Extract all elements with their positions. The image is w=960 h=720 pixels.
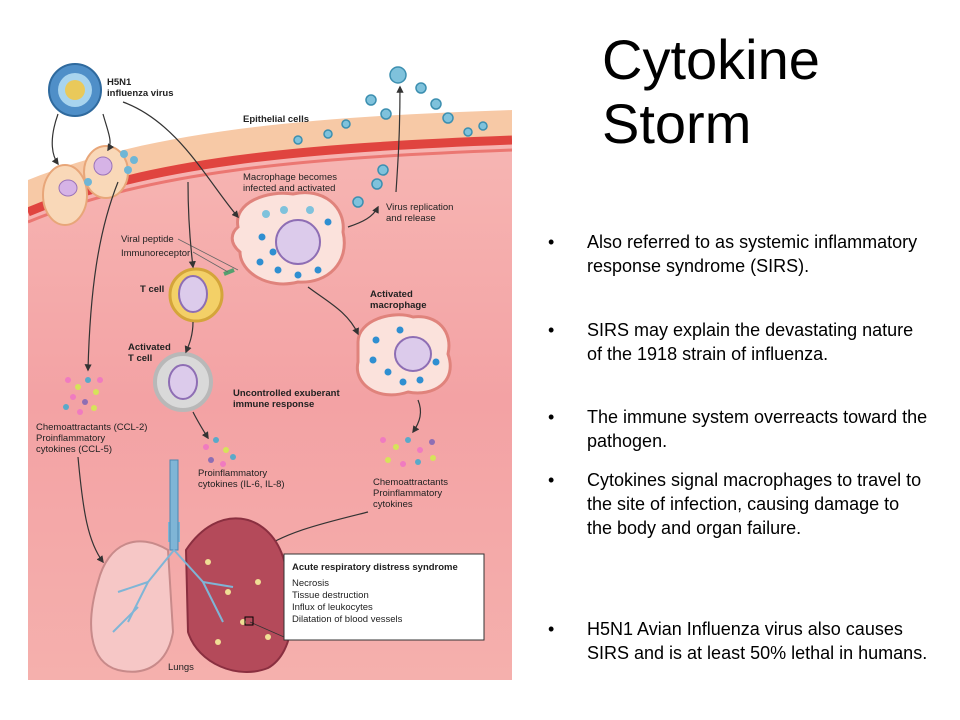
proinflammatory-label-1: Proinflammatory <box>198 468 267 479</box>
ards-item-tissue: Tissue destruction <box>292 590 369 601</box>
cytokine-cluster-left <box>63 377 103 415</box>
bullet-glyph: • <box>548 407 555 427</box>
uncontrolled-response-label-2: immune response <box>233 399 314 410</box>
activated-t-cell <box>153 352 213 412</box>
epithelium-layer <box>28 110 512 212</box>
ards-item-leukocytes: Influx of leukocytes <box>292 602 373 613</box>
bullet-glyph: • <box>548 232 555 252</box>
left-lung <box>90 540 175 673</box>
viral-peptide-label: Viral peptide <box>121 234 174 245</box>
released-viruses <box>293 66 488 208</box>
macrophage-infected-label-2: infected and activated <box>243 183 335 194</box>
ards-item-vessels: Dilatation of blood vessels <box>292 614 403 625</box>
right-lung <box>184 517 294 673</box>
chemo-right-label-1: Chemoattractants <box>373 477 448 488</box>
bullet-glyph: • <box>548 619 555 639</box>
t-cell-label: T cell <box>140 284 164 295</box>
chemo-left-label-2: Proinflammatory <box>36 433 105 444</box>
ards-item-necrosis: Necrosis <box>292 578 329 589</box>
activated-t-cell-label-1: Activated <box>128 342 171 353</box>
bullet-glyph: • <box>548 320 555 340</box>
chemo-left-label-3: cytokines (CCL-5) <box>36 444 112 455</box>
infected-epithelial-cells <box>42 145 138 226</box>
title-line-1: Cytokine <box>602 28 820 91</box>
slide-title: Cytokine Storm <box>602 28 942 156</box>
cytokine-cluster-right <box>380 437 436 467</box>
uncontrolled-response-label-1: Uncontrolled exuberant <box>233 388 340 399</box>
bullet-item-2: • SIRS may explain the devastating natur… <box>548 320 914 364</box>
h5n1-label-1: H5N1 <box>107 77 132 88</box>
bullet-glyph: • <box>548 470 555 490</box>
chemo-right-label-2: Proinflammatory <box>373 488 442 499</box>
activated-t-cell-label-2: T cell <box>128 353 152 364</box>
bullet-item-1: • Also referred to as systemic inflammat… <box>548 232 918 276</box>
virus-replication-label-2: and release <box>386 213 436 224</box>
proinflammatory-label-2: cytokines (IL-6, IL-8) <box>198 479 285 490</box>
virus-replication-label-1: Virus replication <box>386 202 453 213</box>
t-cell <box>168 267 235 323</box>
ards-title: Acute respiratory distress syndrome <box>292 562 458 573</box>
chemo-right-label-3: cytokines <box>373 499 413 510</box>
activated-macrophage <box>355 313 452 397</box>
activated-macrophage-label-2: macrophage <box>370 300 427 311</box>
tissue-background <box>28 122 512 680</box>
bullet-item-5: • H5N1 Avian Influenza virus also causes… <box>548 619 928 663</box>
h5n1-label-2: influenza virus <box>107 88 174 99</box>
epithelial-cells-label: Epithelial cells <box>243 114 309 125</box>
bullet-item-3: • The immune system overreacts toward th… <box>548 407 928 451</box>
h5n1-virus-icon <box>48 63 102 117</box>
lungs-label: Lungs <box>168 662 194 673</box>
macrophage-infected-label-1: Macrophage becomes <box>243 172 337 183</box>
chemo-left-label-1: Chemoattractants (CCL-2) <box>36 422 147 433</box>
cytokine-storm-diagram: H5N1 influenza virus Epithelial cells Ma… <box>28 62 512 680</box>
bullet-item-4: • Cytokines signal macrophages to travel… <box>548 470 922 538</box>
lungs-illustration <box>90 459 294 673</box>
title-line-2: Storm <box>602 92 752 155</box>
activated-macrophage-label-1: Activated <box>370 289 413 300</box>
infected-macrophage <box>230 191 346 286</box>
immunoreceptor-label: Immunoreceptor <box>121 248 190 259</box>
ards-box: Acute respiratory distress syndrome Necr… <box>244 553 485 641</box>
cytokine-cluster-center <box>203 437 236 467</box>
